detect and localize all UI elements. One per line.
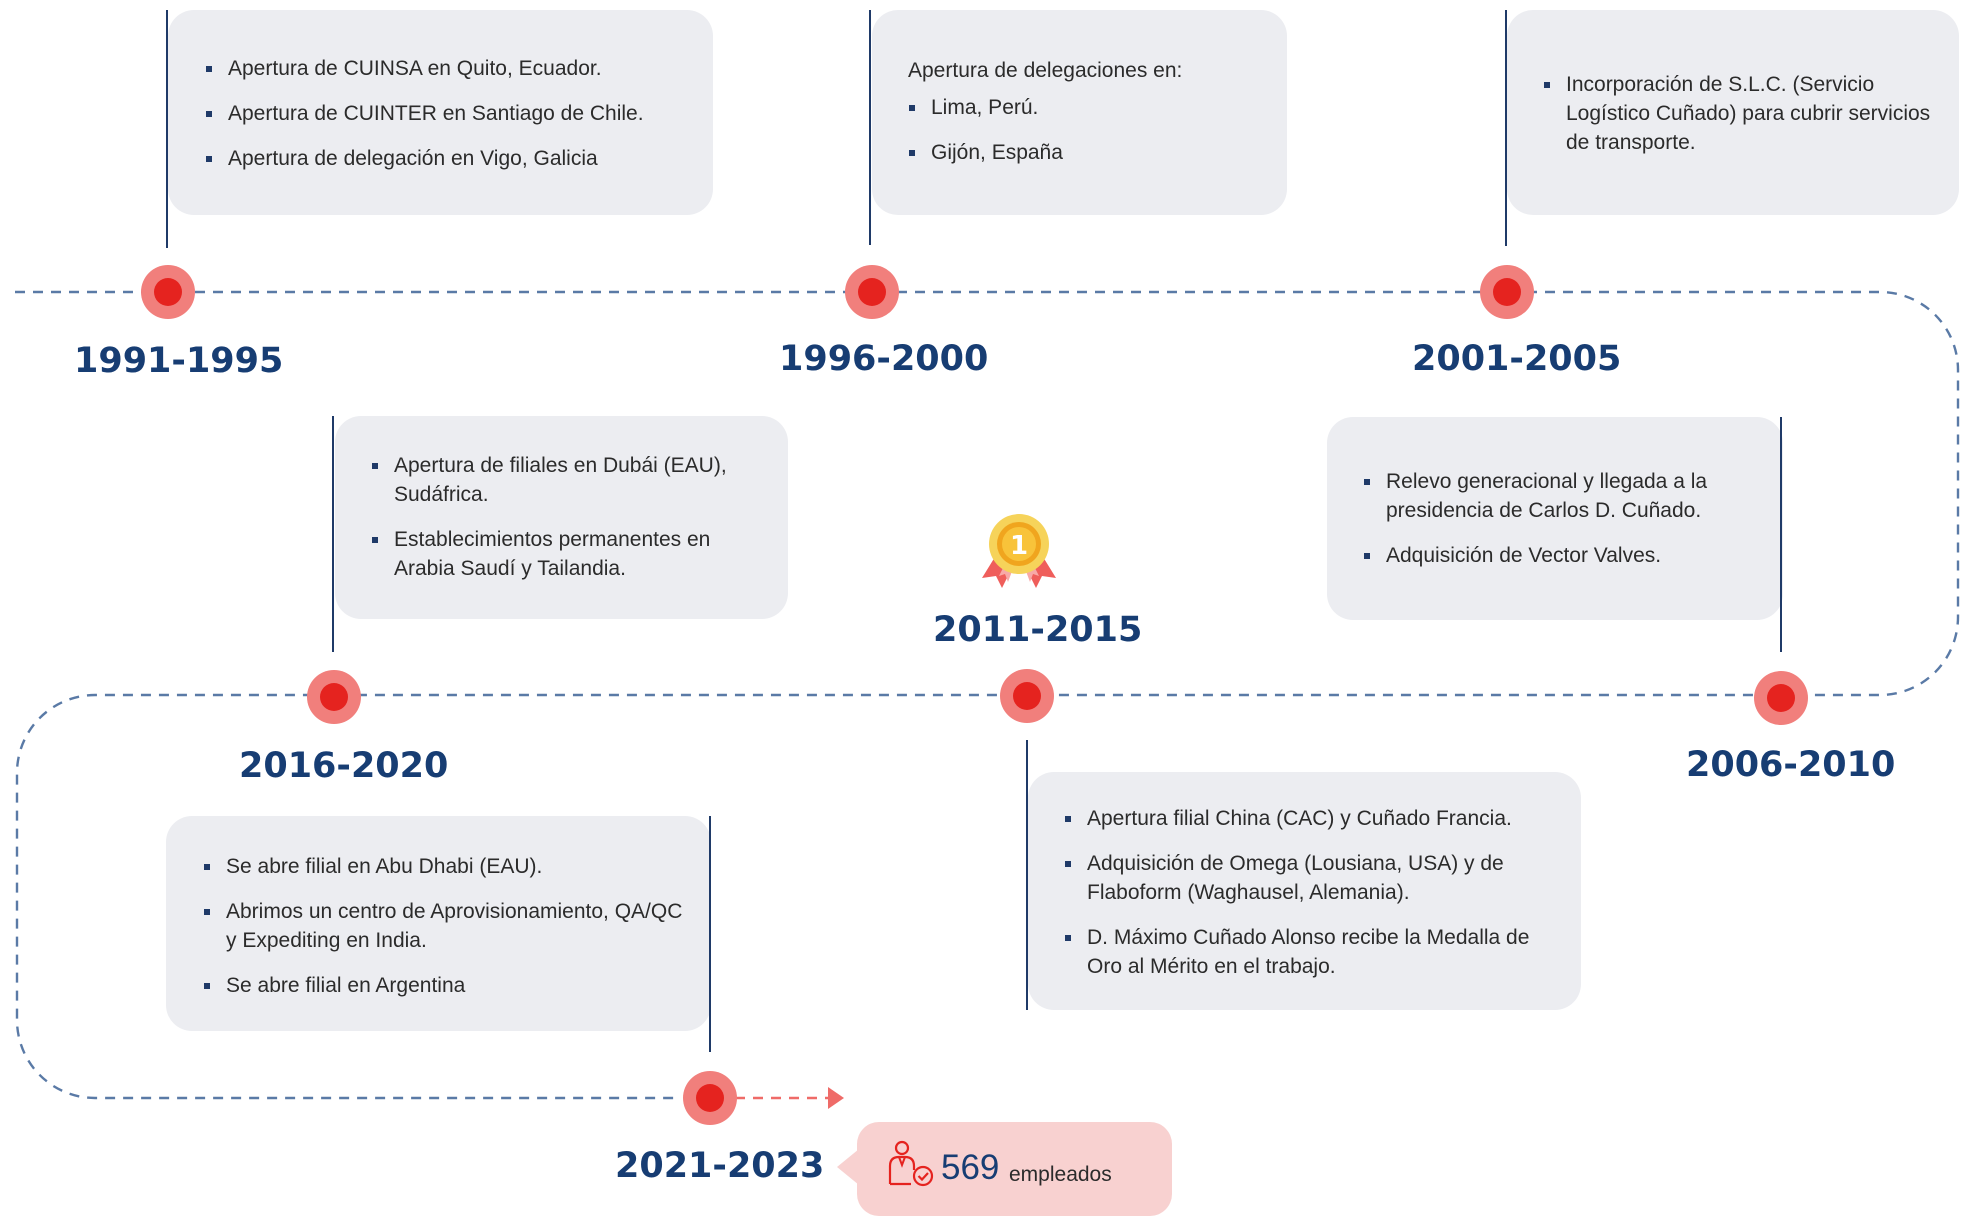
milestone-item: Relevo generacional y llegada a la presi… bbox=[1363, 467, 1755, 525]
milestone-year-1991-1995: 1991-1995 bbox=[74, 341, 284, 381]
milestone-dot-2006-2010 bbox=[1754, 671, 1808, 725]
milestone-card-2021-2023: Se abre filial en Abu Dhabi (EAU). Abrim… bbox=[166, 816, 711, 1031]
milestone-card-1996-2000: Apertura de delegaciones en: Lima, Perú.… bbox=[872, 10, 1287, 215]
milestone-item: Se abre filial en Abu Dhabi (EAU). bbox=[203, 852, 683, 881]
milestone-item: Apertura filial China (CAC) y Cuñado Fra… bbox=[1064, 804, 1561, 833]
milestone-intro: Apertura de delegaciones en: bbox=[908, 59, 1183, 82]
employees-label: empleados bbox=[1009, 1163, 1112, 1186]
gold-medal-icon: 1 bbox=[982, 514, 1056, 588]
future-arrow-head bbox=[828, 1087, 844, 1109]
milestone-card-1991-1995: Apertura de CUINSA en Quito, Ecuador. Ap… bbox=[168, 10, 713, 215]
milestone-item: Incorporación de S.L.C. (Servicio Logíst… bbox=[1543, 70, 1939, 157]
milestone-item: Apertura de delegación en Vigo, Galicia bbox=[205, 144, 693, 173]
milestone-card-2011-2015: Apertura filial China (CAC) y Cuñado Fra… bbox=[1028, 772, 1581, 1010]
milestone-dot-2016-2020 bbox=[307, 670, 361, 724]
employees-badge: 569 empleados bbox=[837, 1122, 1172, 1216]
milestone-year-2021-2023: 2021-2023 bbox=[615, 1146, 825, 1186]
milestone-item: Adquisición de Omega (Lousiana, USA) y d… bbox=[1064, 849, 1561, 907]
milestone-dot-1996-2000 bbox=[845, 265, 899, 319]
milestone-item: D. Máximo Cuñado Alonso recibe la Medall… bbox=[1064, 923, 1561, 981]
milestone-item: Apertura de CUINSA en Quito, Ecuador. bbox=[205, 54, 693, 83]
medal-number: 1 bbox=[1010, 531, 1028, 561]
milestone-stem bbox=[332, 416, 334, 652]
milestone-year-2016-2020: 2016-2020 bbox=[239, 746, 449, 786]
milestone-stem bbox=[709, 816, 711, 1052]
employees-badge-pointer bbox=[837, 1149, 859, 1185]
milestone-stem bbox=[1780, 417, 1782, 652]
milestone-year-1996-2000: 1996-2000 bbox=[779, 339, 989, 379]
milestone-item: Abrimos un centro de Aprovisionamiento, … bbox=[203, 897, 683, 955]
milestone-card-2001-2005: Incorporación de S.L.C. (Servicio Logíst… bbox=[1507, 10, 1959, 215]
milestone-item: Establecimientos permanentes en Arabia S… bbox=[371, 525, 768, 583]
milestone-dot-2021-2023 bbox=[683, 1071, 737, 1125]
employees-count: 569 bbox=[941, 1148, 1000, 1187]
milestone-stem bbox=[1026, 740, 1028, 1010]
milestone-stem bbox=[1505, 10, 1507, 246]
milestone-year-2006-2010: 2006-2010 bbox=[1686, 745, 1896, 785]
milestone-stem bbox=[869, 10, 871, 245]
milestone-card-2006-2010: Relevo generacional y llegada a la presi… bbox=[1327, 417, 1783, 620]
milestone-item: Adquisición de Vector Valves. bbox=[1363, 541, 1755, 570]
milestone-item: Gijón, España bbox=[908, 138, 1267, 167]
milestone-stem bbox=[166, 10, 168, 248]
milestone-dot-1991-1995 bbox=[141, 265, 195, 319]
milestone-card-2016-2020: Apertura de filiales en Dubái (EAU), Sud… bbox=[335, 416, 788, 619]
milestone-year-2001-2005: 2001-2005 bbox=[1412, 339, 1622, 379]
milestone-dot-2011-2015 bbox=[1000, 669, 1054, 723]
milestone-item: Apertura de filiales en Dubái (EAU), Sud… bbox=[371, 451, 768, 509]
milestone-item: Se abre filial en Argentina bbox=[203, 971, 683, 1000]
employee-icon bbox=[888, 1140, 934, 1187]
milestone-year-2011-2015: 2011-2015 bbox=[933, 610, 1143, 650]
milestone-dot-2001-2005 bbox=[1480, 265, 1534, 319]
milestone-item: Lima, Perú. bbox=[908, 93, 1267, 122]
milestone-item: Apertura de CUINTER en Santiago de Chile… bbox=[205, 99, 693, 128]
